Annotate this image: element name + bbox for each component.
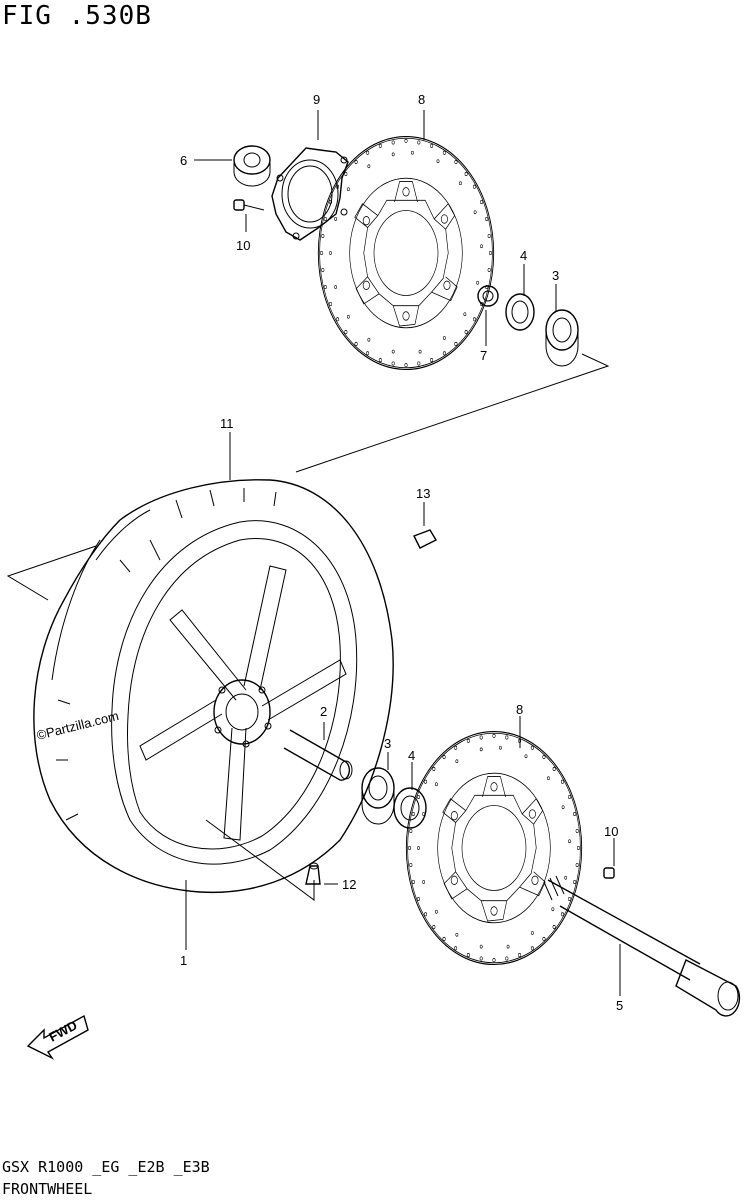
axis-line-left (6, 545, 97, 601)
callout-8-lower: 8 (516, 702, 523, 717)
model-code: GSX R1000 _EG _E2B _E3B (2, 1158, 210, 1176)
callout-10-upper: 10 (236, 238, 250, 253)
tire-valve (305, 862, 321, 885)
callout-7: 7 (480, 348, 487, 363)
bearing-upper (545, 309, 579, 367)
callout-12: 12 (342, 877, 356, 892)
callout-3-upper: 3 (552, 268, 559, 283)
section-name: FRONTWHEEL (2, 1180, 92, 1198)
callout-3-lower: 3 (384, 736, 391, 751)
bearing-lower (361, 767, 395, 825)
watermark: ©Partzilla.com (35, 708, 120, 743)
abs-sensor-ring (271, 147, 349, 241)
wheel-assembly (33, 479, 394, 894)
fwd-label: FWD (46, 1018, 79, 1045)
axle-collar (283, 729, 353, 781)
callout-9: 9 (313, 92, 320, 107)
callout-5: 5 (616, 998, 623, 1013)
callout-2: 2 (320, 704, 327, 719)
axis-line-upper (295, 353, 610, 473)
leader-lines (185, 110, 621, 996)
brake-disc-lower (405, 730, 583, 966)
callout-6: 6 (180, 153, 187, 168)
oil-seal-upper (505, 293, 535, 331)
callout-4-upper: 4 (520, 248, 527, 263)
figure-title: FIG .530B (2, 1, 152, 31)
disc-bolt-upper (233, 199, 265, 211)
balance-weight (413, 529, 437, 549)
front-axle (543, 875, 741, 1017)
callout-4-lower: 4 (408, 748, 415, 763)
callout-11: 11 (220, 416, 234, 431)
callout-1: 1 (180, 953, 187, 968)
spacer-upper (477, 285, 499, 307)
callout-13: 13 (416, 486, 430, 501)
callout-8-upper: 8 (418, 92, 425, 107)
disc-bolt-lower (603, 867, 615, 879)
fwd-arrow: FWD (26, 1014, 89, 1060)
brake-disc-upper (317, 135, 495, 371)
dust-seal (233, 145, 271, 187)
callout-10-lower: 10 (604, 824, 618, 839)
